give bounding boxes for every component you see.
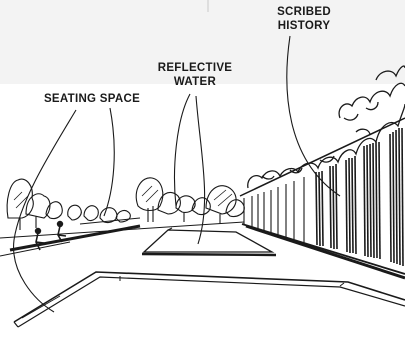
scribed-history-label: SCRIBED HISTORY [268,5,340,33]
seating-space-text: SEATING SPACE [43,93,141,105]
ground-lines [0,217,245,257]
foreground-plinth [13,271,405,328]
scribed-history-line2: HISTORY [277,20,331,32]
reflective-water-line1: REFLECTIVE [157,62,233,74]
wall-canopy [247,65,405,189]
reflective-water-label: REFLECTIVE WATER [147,61,243,89]
annotation-leaders [13,35,341,313]
reflective-water-line2: WATER [173,76,217,88]
paper-top-band [0,0,405,84]
wall-hatching [315,127,404,267]
wall-panels [251,177,305,243]
seated-figures [34,220,67,251]
reflecting-pool [141,227,277,257]
tree-line-left [6,177,245,230]
tree-shading [13,185,233,209]
scribed-wall [239,117,405,280]
scribed-history-line1: SCRIBED [277,6,331,18]
seating-space-label: SEATING SPACE [36,92,148,106]
